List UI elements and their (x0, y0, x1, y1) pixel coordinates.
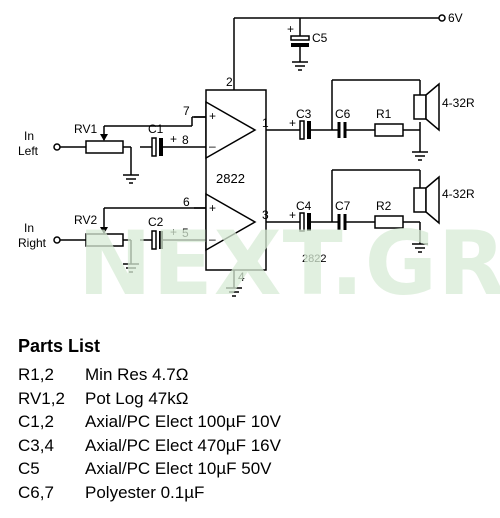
c2-label: C2 (148, 215, 164, 229)
ground-icon (412, 243, 428, 253)
part-desc: Polyester 0.1µF (85, 482, 205, 502)
parts-list-item: R1,2 Min Res 4.7Ω (18, 363, 488, 387)
c6-capacitor (337, 122, 347, 138)
part-desc: Axial/PC Elect 100µF 10V (85, 412, 281, 431)
c5-capacitor (290, 35, 310, 47)
speaker-upper-icon (413, 82, 440, 132)
speaker-upper-label: 4-32R (442, 96, 475, 110)
rv1-pot (85, 140, 124, 154)
c6-label: C6 (335, 107, 351, 121)
part-desc: Axial/PC Elect 470µF 16V (85, 435, 281, 455)
c1-plus-label: + (170, 132, 177, 146)
c1-label: C1 (148, 122, 164, 136)
parts-list-item: RV1,2 Pot Log 47kΩ (18, 387, 488, 411)
c7-label: C7 (335, 199, 351, 213)
parts-list-item: C5 Axial/PC Elect 10µF 50V (18, 457, 488, 481)
pin-5-label: 5 (182, 226, 189, 240)
c2-capacitor (151, 230, 163, 250)
speaker-lower-label: 4-32R (442, 187, 475, 201)
rv2-pot (85, 233, 124, 247)
part-desc: Axial/PC Elect 10µF 50V (85, 459, 272, 478)
r1-label: R1 (376, 107, 392, 121)
c3-label: C3 (296, 107, 312, 121)
in-right-label-line1: In (24, 221, 34, 235)
pin-8-label: 8 (182, 133, 189, 147)
wires (60, 17, 440, 288)
opamp-upper-minus: – (209, 139, 216, 153)
opamp-lower (205, 192, 257, 252)
supply-label: 6V (448, 11, 463, 25)
pin-1-label: 1 (262, 116, 269, 130)
c2-plus-label: + (170, 225, 177, 239)
input-left-terminal (53, 143, 61, 151)
pin-3-label: 3 (262, 208, 269, 222)
part-ref: C6,7 (18, 482, 54, 502)
part-ref: R1,2 (18, 365, 54, 384)
c5-label: C5 (312, 31, 328, 45)
parts-list-item: C1,2 Axial/PC Elect 100µF 10V (18, 410, 488, 434)
rv2-label: RV2 (74, 213, 97, 227)
rv2-wiper-arrow (100, 227, 108, 234)
c1-capacitor (151, 137, 163, 157)
speaker-lower-icon (413, 175, 440, 225)
ground-icon (412, 151, 428, 161)
c5-plus-label: + (287, 22, 294, 36)
part-ref: C1,2 (18, 412, 54, 431)
opamp-lower-plus: + (209, 201, 216, 215)
pin-4-label: 4 (238, 270, 245, 284)
in-right-label-line2: Right (18, 236, 47, 250)
opamp-upper (205, 100, 257, 160)
c4-label: C4 (296, 199, 312, 213)
ic-label: 2822 (216, 171, 245, 186)
r1-resistor (374, 123, 404, 137)
supply-terminal (438, 14, 446, 22)
ic-footnote-label: 2822 (302, 253, 326, 265)
c7-capacitor (337, 214, 347, 230)
opamp-lower-minus: – (209, 232, 216, 246)
parts-list-title: Parts List (18, 336, 101, 356)
r2-label: R2 (376, 199, 392, 213)
ground-icon (226, 287, 242, 297)
ground-symbols (123, 61, 428, 297)
c3-capacitor (299, 120, 311, 140)
pin-6-label: 6 (183, 195, 190, 209)
c4-plus-label: + (289, 208, 296, 222)
ground-icon (123, 174, 139, 184)
in-left-label-line1: In (24, 129, 34, 143)
part-ref: C5 (18, 459, 40, 478)
parts-list-item: C6,7 Polyester 0.1µF (18, 481, 488, 505)
parts-list: Parts List R1,2 Min Res 4.7Ω RV1,2 Pot L… (18, 336, 488, 504)
input-right-terminal (53, 236, 61, 244)
in-left-label-line2: Left (18, 144, 39, 158)
rv1-wiper-arrow (100, 134, 108, 141)
parts-list-item: C3,4 Axial/PC Elect 470µF 16V (18, 434, 488, 458)
c3-plus-label: + (289, 116, 296, 130)
ground-icon (292, 61, 308, 71)
part-desc: Min Res 4.7Ω (85, 365, 189, 384)
part-ref: C3,4 (18, 435, 54, 455)
c4-capacitor (299, 212, 311, 232)
part-ref: RV1,2 (18, 388, 65, 408)
amplifier-schematic: 6V In Left In Right RV1 RV2 C1 C2 C3 C4 … (18, 11, 475, 297)
ground-icon (123, 263, 139, 273)
pin-7-label: 7 (183, 104, 190, 118)
r2-resistor (374, 215, 404, 229)
part-desc: Pot Log 47kΩ (85, 388, 189, 408)
pin-2-label: 2 (226, 75, 233, 89)
rv1-label: RV1 (74, 122, 97, 136)
opamp-upper-plus: + (209, 109, 216, 123)
